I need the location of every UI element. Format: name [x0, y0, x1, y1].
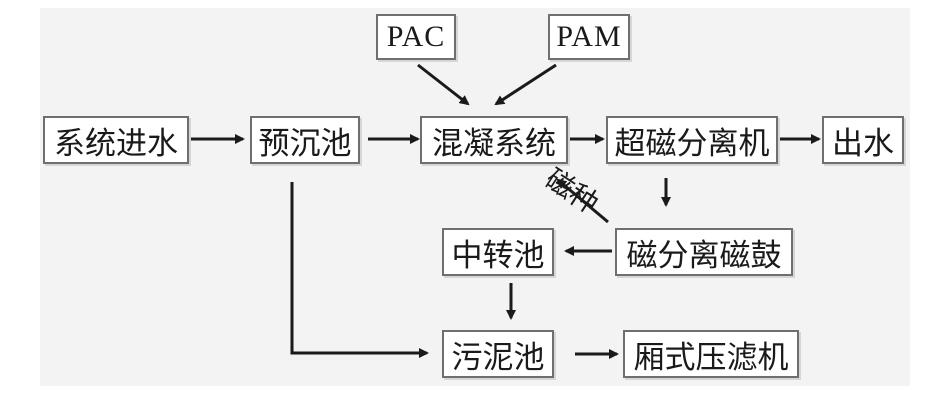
transfer-tank-node: 中转池 — [442, 228, 554, 276]
edge-presettling-to-sludge-tank — [290, 182, 429, 358]
edge-pac-to-coagulation — [417, 63, 470, 106]
filter-press-node: 厢式压滤机 — [623, 330, 799, 378]
edge-magnetic-drum-to-coagulation — [556, 178, 609, 224]
pac-node: PAC — [376, 14, 456, 60]
edge-pam-to-coagulation — [494, 63, 557, 106]
presettling-node: 预沉池 — [250, 116, 360, 164]
super-magnetic-node: 超磁分离机 — [606, 116, 778, 164]
pam-node: PAM — [548, 14, 630, 60]
magnetic-drum-node: 磁分离磁鼓 — [615, 228, 793, 276]
sludge-tank-node: 污泥池 — [442, 330, 554, 378]
outlet-node: 出水 — [822, 116, 904, 164]
diagram-background — [40, 8, 910, 386]
coagulation-node: 混凝系统 — [420, 116, 568, 164]
inlet-node: 系统进水 — [43, 116, 189, 164]
